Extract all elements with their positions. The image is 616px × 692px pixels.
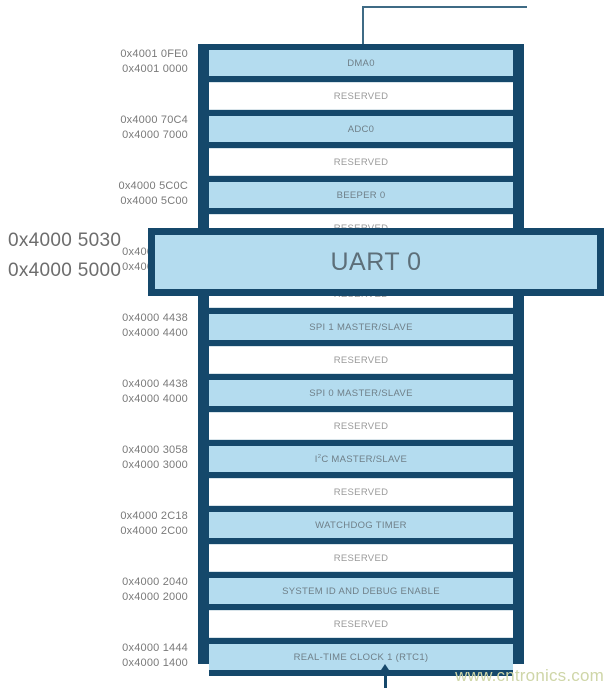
top-connector-vertical [362,6,364,46]
address-high: 0x4000 4438 [122,378,188,390]
uart0-callout-label: UART 0 [330,247,422,276]
memory-block-row: WATCHDOG TIMER [209,506,513,544]
address-low: 0x4000 2C00 [120,525,188,537]
memory-row-label: REAL-TIME CLOCK 1 (RTC1) [293,651,429,663]
reserved-row: RESERVED [209,346,513,374]
memory-row-label: DMA0 [347,57,375,69]
memory-block-row: DMA0 [209,44,513,82]
reserved-row: RESERVED [209,610,513,638]
callout-address-low: 0x4000 5000 [8,260,122,281]
memory-row-label: RESERVED [333,354,389,366]
address-label-pair: 0x4000 2C18 0x4000 2C00 [68,509,188,539]
memory-block-row: SYSTEM ID AND DEBUG ENABLE [209,572,513,610]
address-label-pair: 0x4000 4438 0x4000 4400 [68,311,188,341]
reserved-row: RESERVED [209,148,513,176]
address-label-pair: 0x4001 0FE0 0x4001 0000 [68,47,188,77]
address-low: 0x4000 4400 [122,327,188,339]
memory-row-label: BEEPER 0 [336,189,386,201]
address-low: 0x4000 5C00 [120,195,188,207]
address-label-pair: 0x4000 3058 0x4000 3000 [68,443,188,473]
address-low: 0x4000 1400 [122,657,188,669]
bottom-arrow-stem [384,672,387,688]
watermark: www.cntronics.com [455,666,604,685]
address-low: 0x4000 7000 [122,129,188,141]
memory-row-label: RESERVED [333,552,389,564]
memory-row-label: RESERVED [333,618,389,630]
address-high: 0x4001 0FE0 [120,48,188,60]
memory-row-label: SPI 1 MASTER/SLAVE [309,321,413,333]
memory-row-label: RESERVED [333,420,389,432]
callout-address-high: 0x4000 5030 [8,230,122,251]
memory-block-row: SPI 0 MASTER/SLAVE [209,374,513,412]
address-high: 0x4000 4438 [122,312,188,324]
address-high: 0x4000 5C0C [118,180,188,192]
memory-block-row: BEEPER 0 [209,176,513,214]
uart0-callout-box[interactable]: UART 0 [148,228,604,296]
memory-row-label: SYSTEM ID AND DEBUG ENABLE [282,585,440,597]
address-low: 0x4000 3000 [122,459,188,471]
memory-block-row: REAL-TIME CLOCK 1 (RTC1) [209,638,513,676]
memory-row-label: RESERVED [333,156,389,168]
memory-row-label: RESERVED [333,486,389,498]
address-label-pair: 0x4000 1444 0x4000 1400 [68,641,188,671]
address-label-pair: 0x4000 5C0C 0x4000 5C00 [68,179,188,209]
top-connector-horizontal [362,6,527,8]
memory-row-label: SPI 0 MASTER/SLAVE [309,387,413,399]
address-low: 0x4001 0000 [122,63,188,75]
address-label-pair: 0x4000 2040 0x4000 2000 [68,575,188,605]
memory-block-row: ADC0 [209,110,513,148]
memory-block-row: SPI 1 MASTER/SLAVE [209,308,513,346]
address-low: 0x4000 2000 [122,591,188,603]
memory-row-label: I2C MASTER/SLAVE [314,453,408,465]
address-low: 0x4000 4000 [122,393,188,405]
reserved-row: RESERVED [209,412,513,440]
address-label-pair: 0x4000 4438 0x4000 4000 [68,377,188,407]
address-high: 0x4000 1444 [122,642,188,654]
reserved-row: RESERVED [209,478,513,506]
address-label-pair: 0x4000 70C4 0x4000 7000 [68,113,188,143]
address-high: 0x4000 2040 [122,576,188,588]
bottom-arrow-head [379,664,391,673]
address-high: 0x4000 3058 [122,444,188,456]
memory-block-row: I2C MASTER/SLAVE [209,440,513,478]
reserved-row: RESERVED [209,544,513,572]
reserved-row: RESERVED [209,82,513,110]
memory-row-label: RESERVED [333,90,389,102]
address-high: 0x4000 70C4 [120,114,188,126]
memory-row-label: WATCHDOG TIMER [315,519,407,531]
memory-row-label: ADC0 [347,123,375,135]
address-high: 0x4000 2C18 [120,510,188,522]
